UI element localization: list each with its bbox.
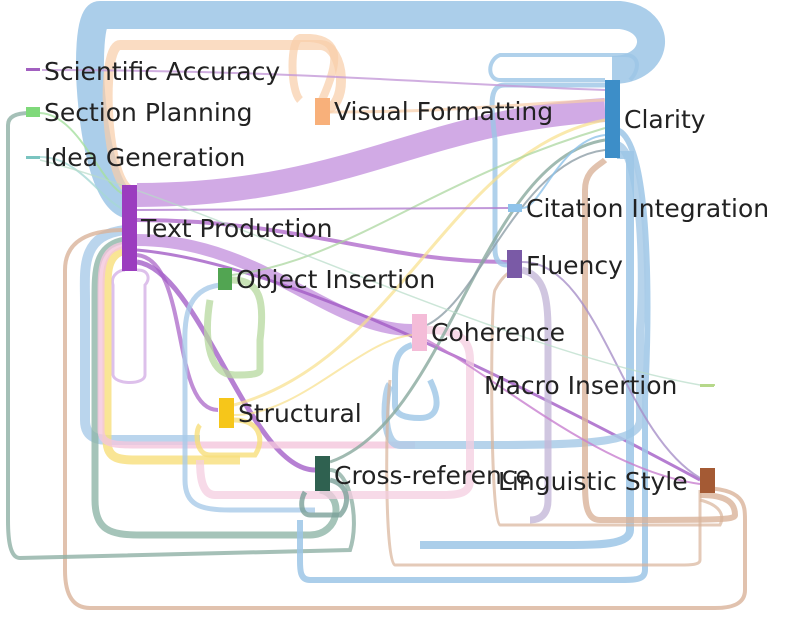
link-text-production-cross-reference — [136, 259, 316, 473]
link-text-production-loop — [110, 268, 150, 384]
link-scientific-accuracy-clarity — [41, 69, 606, 91]
node-structural[interactable] — [219, 398, 234, 428]
link-structural-clarity — [233, 118, 606, 407]
label-fluency: Fluency — [526, 251, 623, 280]
link-linguistic-style-loop-mid — [490, 270, 724, 527]
link-structural-coherence — [233, 334, 413, 416]
link-text-production-structural — [136, 253, 219, 412]
link-clarity-loop-inner — [420, 151, 634, 549]
link-linguistic-style-loop-right — [582, 157, 739, 524]
link-object-insertion-loop — [204, 276, 266, 379]
link-object-insertion-clarity — [231, 127, 606, 276]
node-labels: Scientific Accuracy Section Planning Ide… — [44, 57, 769, 496]
label-cross-reference: Cross-reference — [334, 461, 531, 490]
node-clarity[interactable] — [605, 80, 620, 158]
label-coherence: Coherence — [431, 318, 565, 347]
node-citation-integration[interactable] — [508, 204, 522, 212]
node-text-production[interactable] — [122, 185, 137, 271]
nodes — [26, 68, 715, 493]
link-visual-formatting-loop-2 — [288, 34, 339, 103]
label-citation-integration: Citation Integration — [526, 194, 769, 223]
link-coherence-loop — [196, 326, 474, 499]
link-clarity-loop-top — [489, 82, 605, 268]
node-coherence[interactable] — [412, 314, 427, 351]
link-clarity-loop — [76, 1, 665, 219]
label-visual-formatting: Visual Formatting — [334, 97, 553, 126]
link-text-citation — [136, 207, 509, 211]
link-cross-reference-clarity — [329, 138, 606, 464]
link-fluency-linguistic-style — [521, 261, 701, 479]
link-text-production-loop-yellow — [102, 245, 240, 465]
node-object-insertion[interactable] — [218, 268, 232, 290]
link-clarity-loop-right — [297, 127, 651, 583]
node-section-planning[interactable] — [26, 107, 40, 117]
link-clarity-loop-top2 — [488, 53, 639, 82]
link-linguistic-style-loop-low — [385, 379, 702, 567]
label-text-production: Text Production — [140, 214, 333, 243]
label-object-insertion: Object Insertion — [236, 265, 435, 294]
link-structural-loop — [194, 417, 263, 458]
link-citation-clarity — [521, 134, 606, 210]
link-text-production-loop-pink — [97, 241, 415, 449]
node-linguistic-style[interactable] — [700, 468, 715, 493]
node-idea-generation[interactable] — [26, 156, 40, 159]
link-visual-formatting-clarity — [329, 98, 606, 114]
label-linguistic-style: Linguistic Style — [498, 467, 688, 496]
label-section-planning: Section Planning — [44, 98, 253, 127]
link-section-planning-text — [39, 112, 126, 196]
node-visual-formatting[interactable] — [315, 98, 330, 125]
link-fluency-loop — [520, 266, 552, 524]
node-fluency[interactable] — [507, 250, 522, 278]
links — [6, 1, 747, 610]
link-text-production-linguistic-style — [136, 248, 701, 482]
node-cross-reference[interactable] — [315, 456, 330, 491]
label-idea-generation: Idea Generation — [44, 143, 245, 172]
link-visual-formatting-loop — [102, 40, 346, 195]
link-coherence-linguistic — [426, 339, 701, 485]
link-text-production-clarity — [136, 98, 606, 207]
link-coherence-inner-loop — [392, 342, 440, 422]
link-linguistic-style-loop-outer — [63, 228, 747, 610]
label-scientific-accuracy: Scientific Accuracy — [44, 57, 280, 86]
link-idea-macro — [39, 159, 701, 386]
link-text-production-coherence — [136, 234, 413, 336]
link-clarity-loop-mid — [381, 141, 646, 449]
link-idea-generation-text — [39, 156, 126, 211]
label-clarity: Clarity — [624, 105, 706, 134]
node-macro-insertion[interactable] — [700, 384, 714, 387]
link-text-production-fluency — [136, 218, 508, 264]
link-cross-reference-loop — [299, 477, 350, 518]
link-object-insertion-to-cross — [182, 282, 315, 513]
node-scientific-accuracy[interactable] — [26, 68, 40, 71]
label-structural: Structural — [238, 399, 362, 428]
label-macro-insertion: Macro Insertion — [484, 371, 677, 400]
